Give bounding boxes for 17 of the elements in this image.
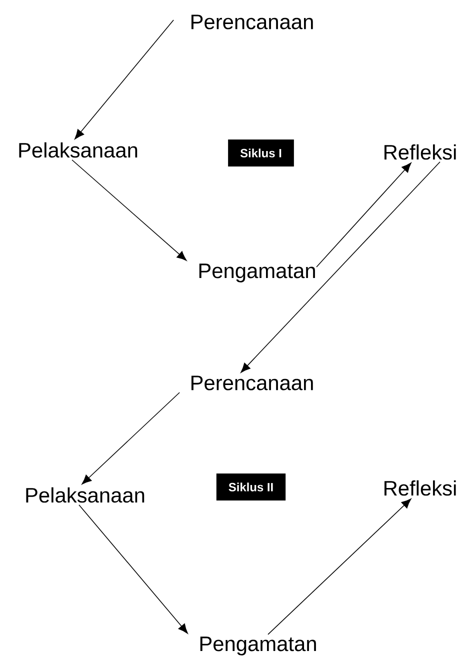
arrow	[268, 498, 412, 635]
stage-label: Pengamatan	[199, 264, 315, 282]
arrow	[240, 161, 440, 373]
cycle-label-box: Siklus II	[216, 474, 286, 500]
cycle-label-box: Siklus I	[228, 140, 294, 166]
stage-label: Pengamatan	[200, 636, 316, 656]
arrow	[72, 159, 187, 261]
stage-label: Refleksi	[384, 480, 456, 496]
stage-label: Pelaksanaan	[26, 487, 144, 503]
stage-label: Perencanaan	[191, 376, 313, 390]
arrow	[78, 504, 188, 634]
stage-label: Pelaksanaan	[19, 142, 138, 158]
stage-label: Refleksi	[384, 144, 456, 160]
arrow	[82, 392, 180, 484]
stage-label: Perencanaan	[191, 14, 313, 30]
arrow	[316, 162, 412, 268]
arrow	[74, 20, 174, 140]
